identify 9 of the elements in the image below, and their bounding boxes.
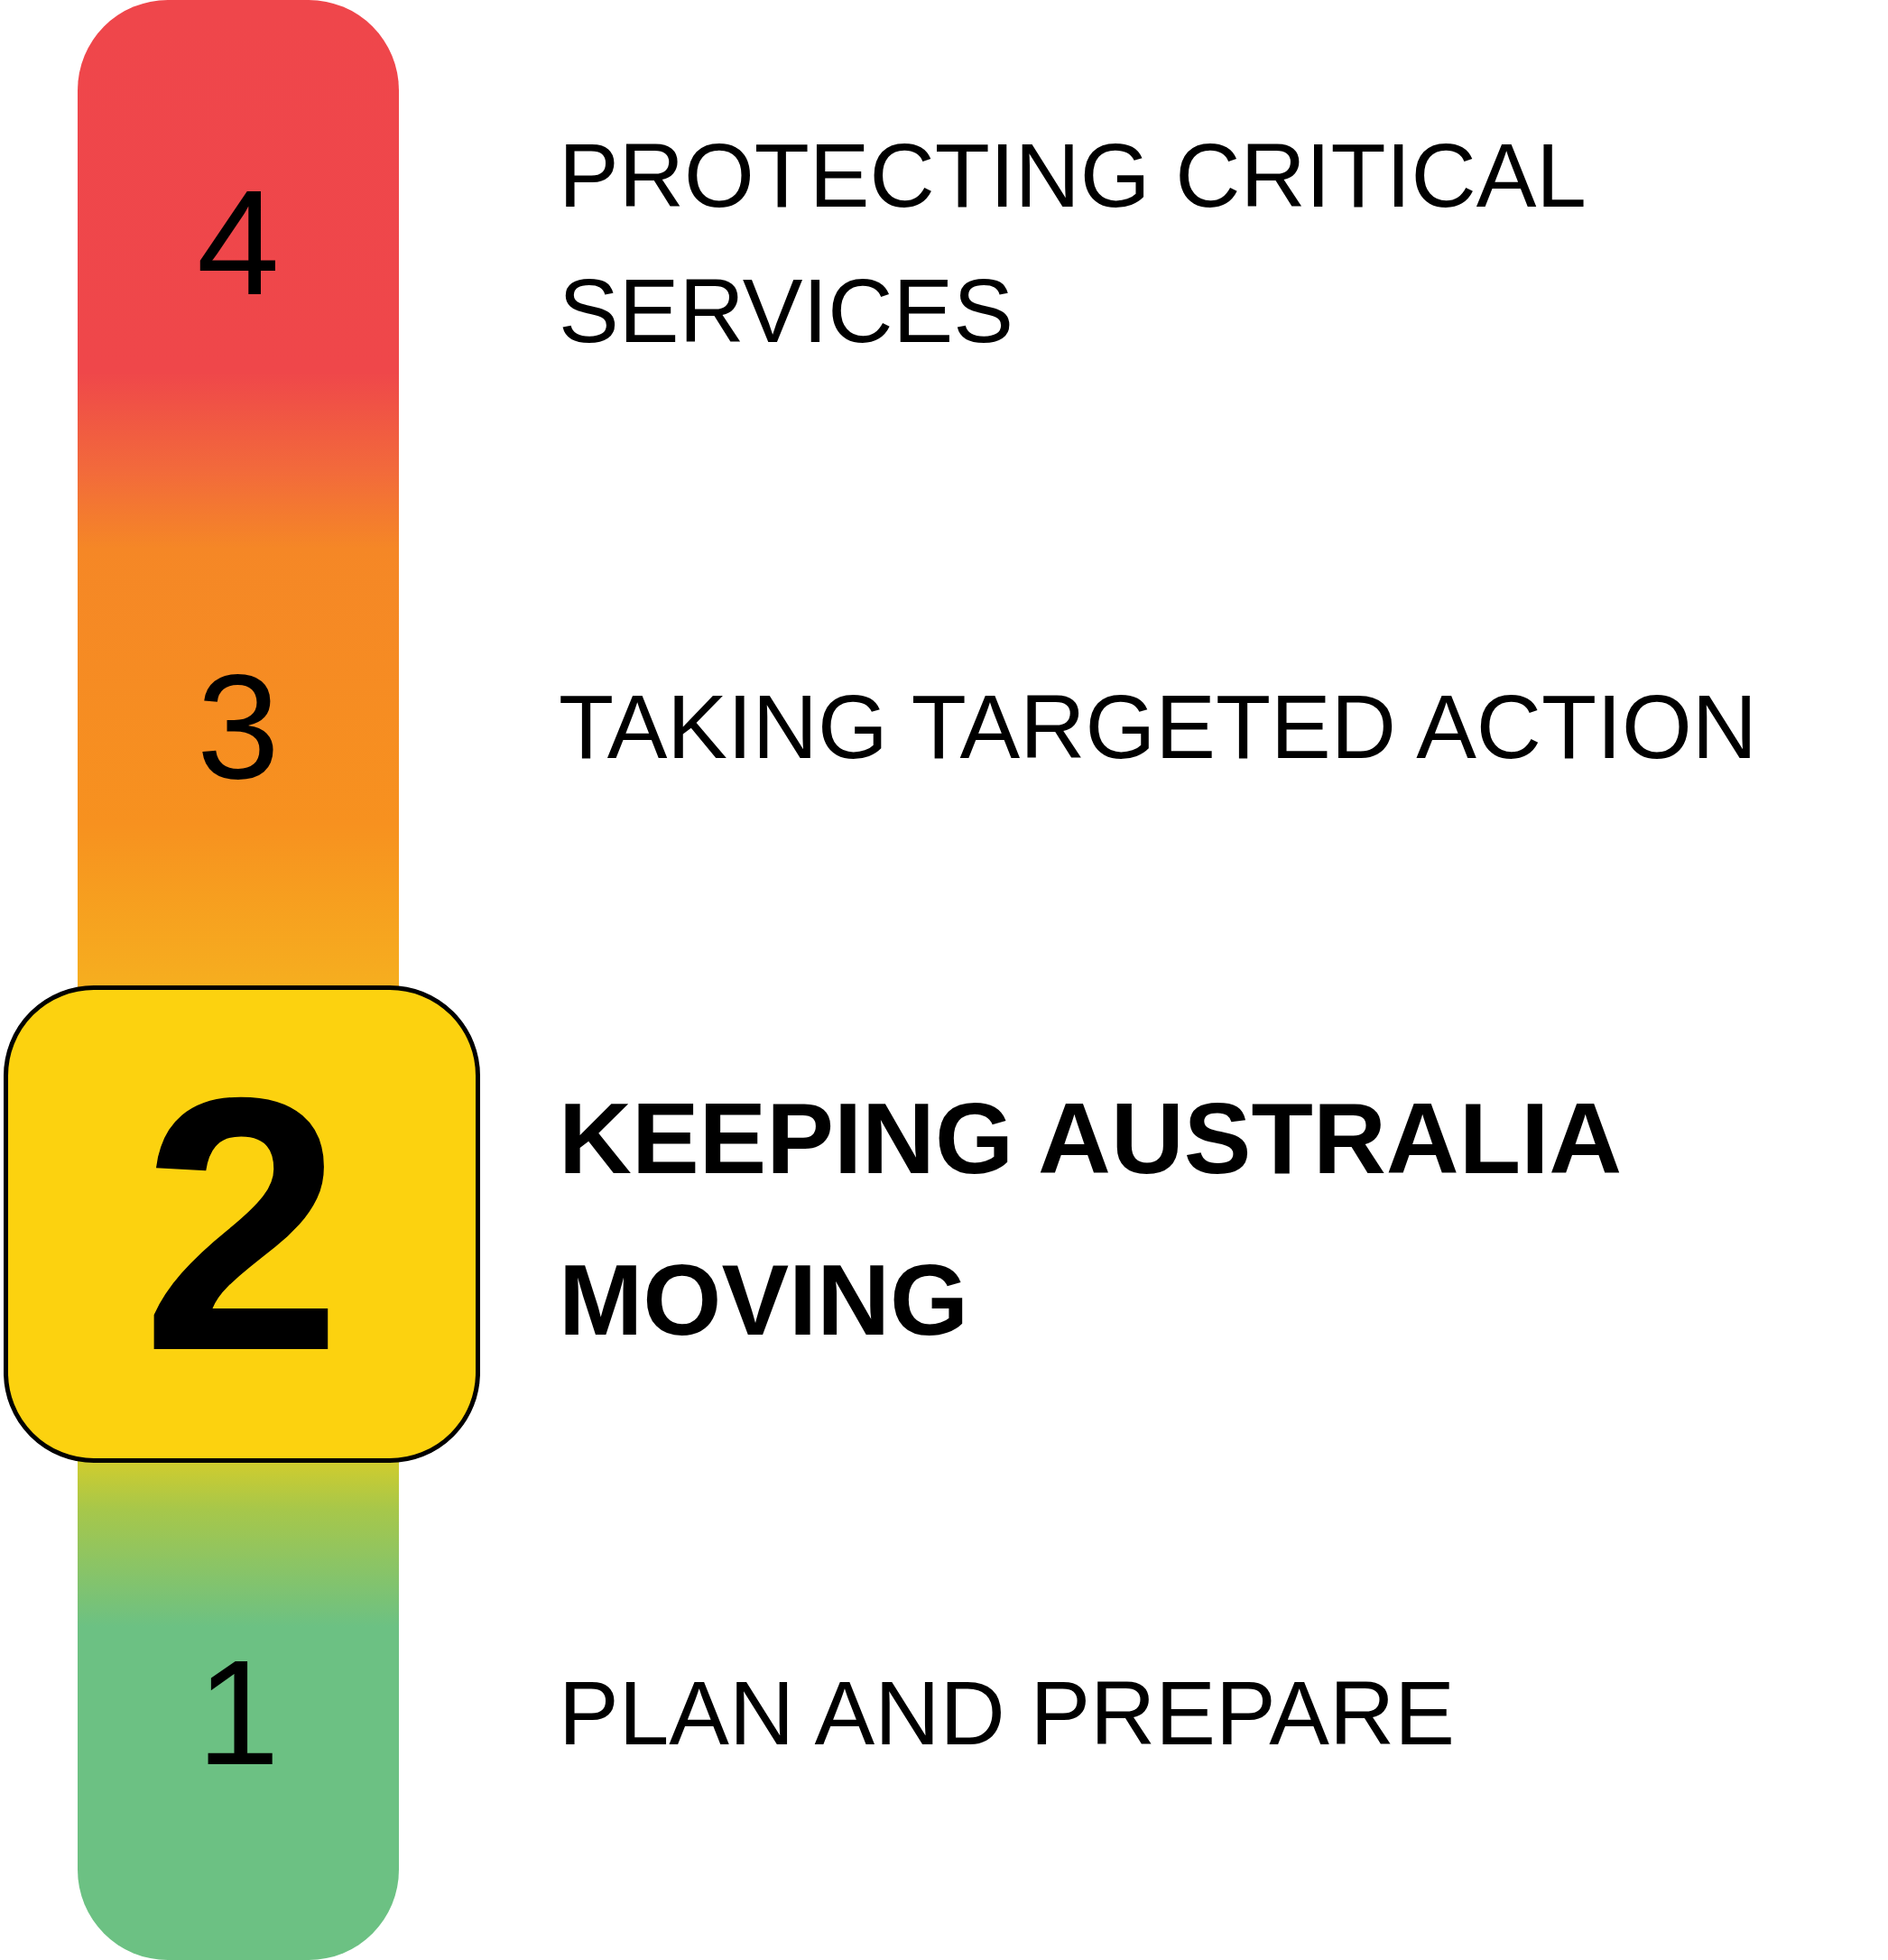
level-number: 2 [141,1043,343,1405]
level-description: TAKING TARGETED ACTION [559,675,1757,779]
level-description: PLAN AND PREPARE [559,1661,1455,1765]
level-number: 1 [196,1638,281,1788]
level-number: 4 [196,168,281,318]
current-level-box [4,985,480,1463]
level-description: PROTECTING CRITICAL SERVICES [559,124,1585,363]
level-description: KEEPING AUSTRALIA MOVING [559,1080,1620,1358]
level-number: 3 [196,652,281,801]
